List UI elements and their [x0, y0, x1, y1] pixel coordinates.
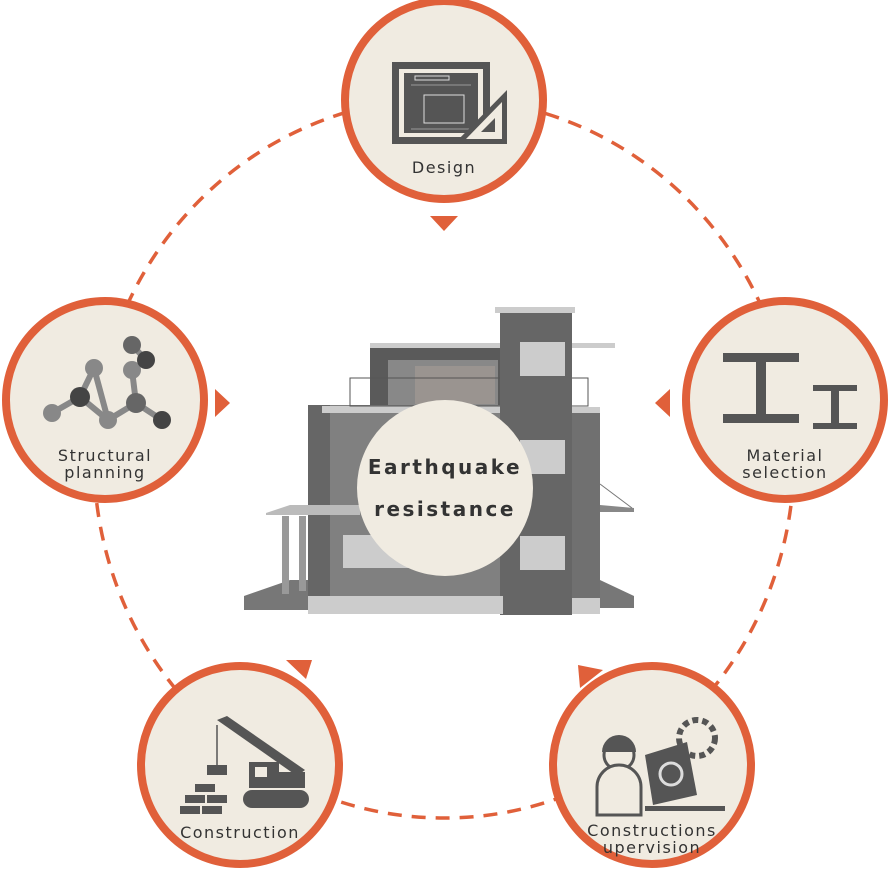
label-line: Structural — [57, 446, 153, 465]
title-line-2: resistance — [374, 497, 516, 521]
blueprint-icon — [392, 62, 507, 144]
arrow-icon — [286, 660, 312, 679]
title-line-1: Earthquake — [367, 455, 523, 479]
arrow-icon — [578, 665, 603, 688]
label-line: Material — [746, 446, 824, 465]
arrow-right-icon — [215, 389, 230, 417]
steel-beam-icon — [723, 353, 857, 429]
label-line: Constructions — [587, 821, 717, 840]
label-line: selection — [742, 463, 828, 482]
step-construction: Construction — [137, 662, 343, 868]
crane-icon — [180, 716, 309, 814]
step-label: Construction — [180, 823, 300, 842]
arrow-left-icon — [655, 389, 670, 417]
label-line: planning — [64, 463, 146, 482]
step-label: Design — [411, 158, 477, 177]
central-title-badge: Earthquake resistance — [357, 400, 533, 576]
molecule-icon — [43, 336, 171, 429]
label-line: upervision — [602, 838, 702, 857]
supervisor-icon — [595, 717, 725, 817]
step-design: Design — [341, 0, 547, 203]
arrow-down-icon — [430, 216, 458, 231]
